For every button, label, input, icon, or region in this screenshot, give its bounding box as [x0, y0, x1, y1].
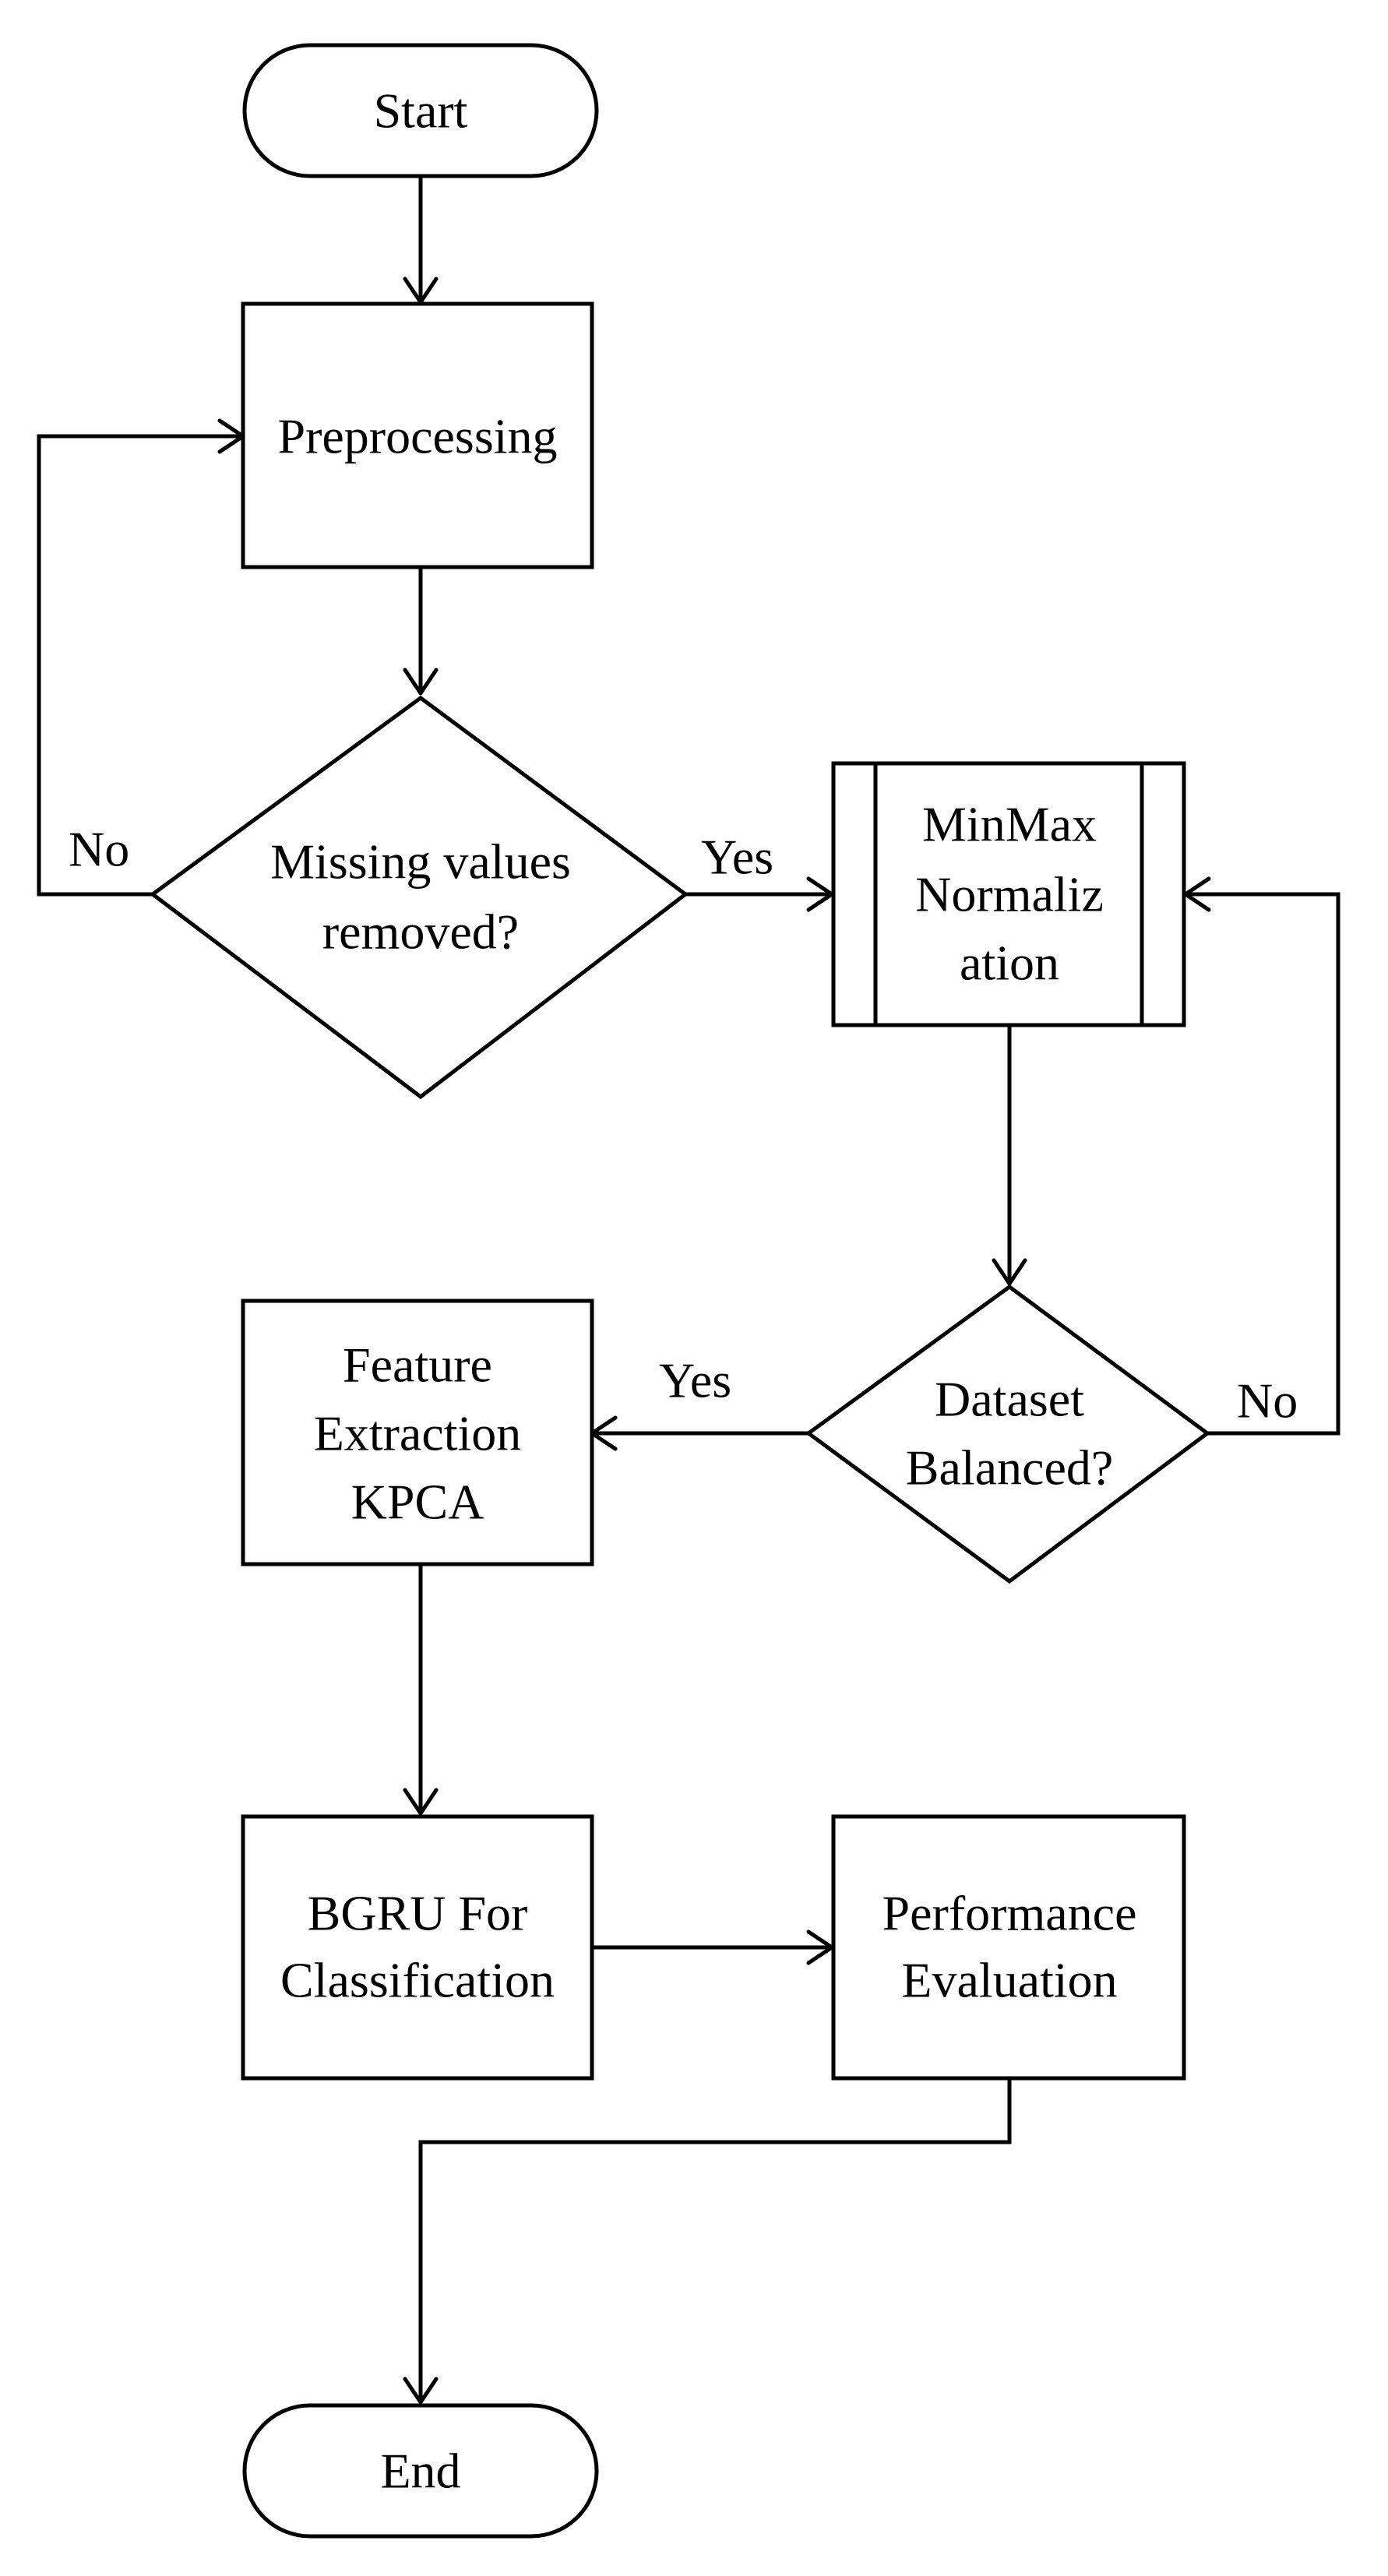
missing-no-label: No: [69, 822, 129, 877]
performance-evaluation-box: Performance Evaluation: [831, 1814, 1186, 2081]
bgru-label-line1: BGRU For: [308, 1886, 528, 1941]
feature-label-line3: KPCA: [351, 1475, 484, 1530]
missing-values-label-line1: Missing values: [270, 834, 571, 890]
balanced-label-line2: Balanced?: [906, 1440, 1114, 1496]
edge-preprocessing-to-missing-check: [403, 567, 439, 696]
dataset-balanced-decision: Dataset Balanced?: [805, 1284, 1211, 1584]
performance-label-line1: Performance: [882, 1886, 1137, 1941]
minmax-label-line3: ation: [960, 936, 1059, 991]
edge-feature-to-bgru: [403, 1564, 439, 1816]
end-terminator: End: [242, 2403, 599, 2539]
edge-start-to-preprocessing: [403, 176, 439, 305]
bgru-label-line2: Classification: [280, 1953, 555, 2008]
missing-yes-label: Yes: [701, 830, 773, 885]
feature-label-line1: Feature: [343, 1337, 492, 1393]
end-label: End: [380, 2444, 460, 2499]
edge-bgru-to-performance: [592, 1929, 834, 1965]
bgru-classification-box: BGRU For Classification: [241, 1814, 594, 2081]
balanced-no-label: No: [1237, 1373, 1298, 1429]
minmax-normalization-box: MinMax Normaliz ation: [831, 761, 1186, 1027]
start-label: Start: [374, 83, 468, 139]
missing-values-label-line2: removed?: [322, 904, 519, 960]
balanced-label-line1: Dataset: [935, 1372, 1084, 1427]
feature-extraction-box: Feature Extraction KPCA: [241, 1299, 594, 1566]
edge-balanced-yes-to-feature: [590, 1415, 808, 1451]
start-terminator: Start: [242, 43, 599, 178]
missing-values-decision: Missing values removed?: [149, 695, 689, 1100]
balanced-yes-label: Yes: [659, 1353, 731, 1408]
edge-minmax-to-balanced-check: [992, 1025, 1027, 1286]
feature-label-line2: Extraction: [314, 1406, 522, 1461]
preprocessing-box: Preprocessing: [241, 301, 594, 569]
edge-performance-to-end: [403, 2078, 1012, 2405]
preprocessing-label: Preprocessing: [277, 409, 557, 464]
edge-balanced-no-loop: [1183, 876, 1340, 1436]
minmax-label-line2: Normaliz: [915, 867, 1104, 922]
performance-label-line2: Evaluation: [901, 1953, 1117, 2008]
minmax-label-line1: MinMax: [922, 797, 1097, 852]
